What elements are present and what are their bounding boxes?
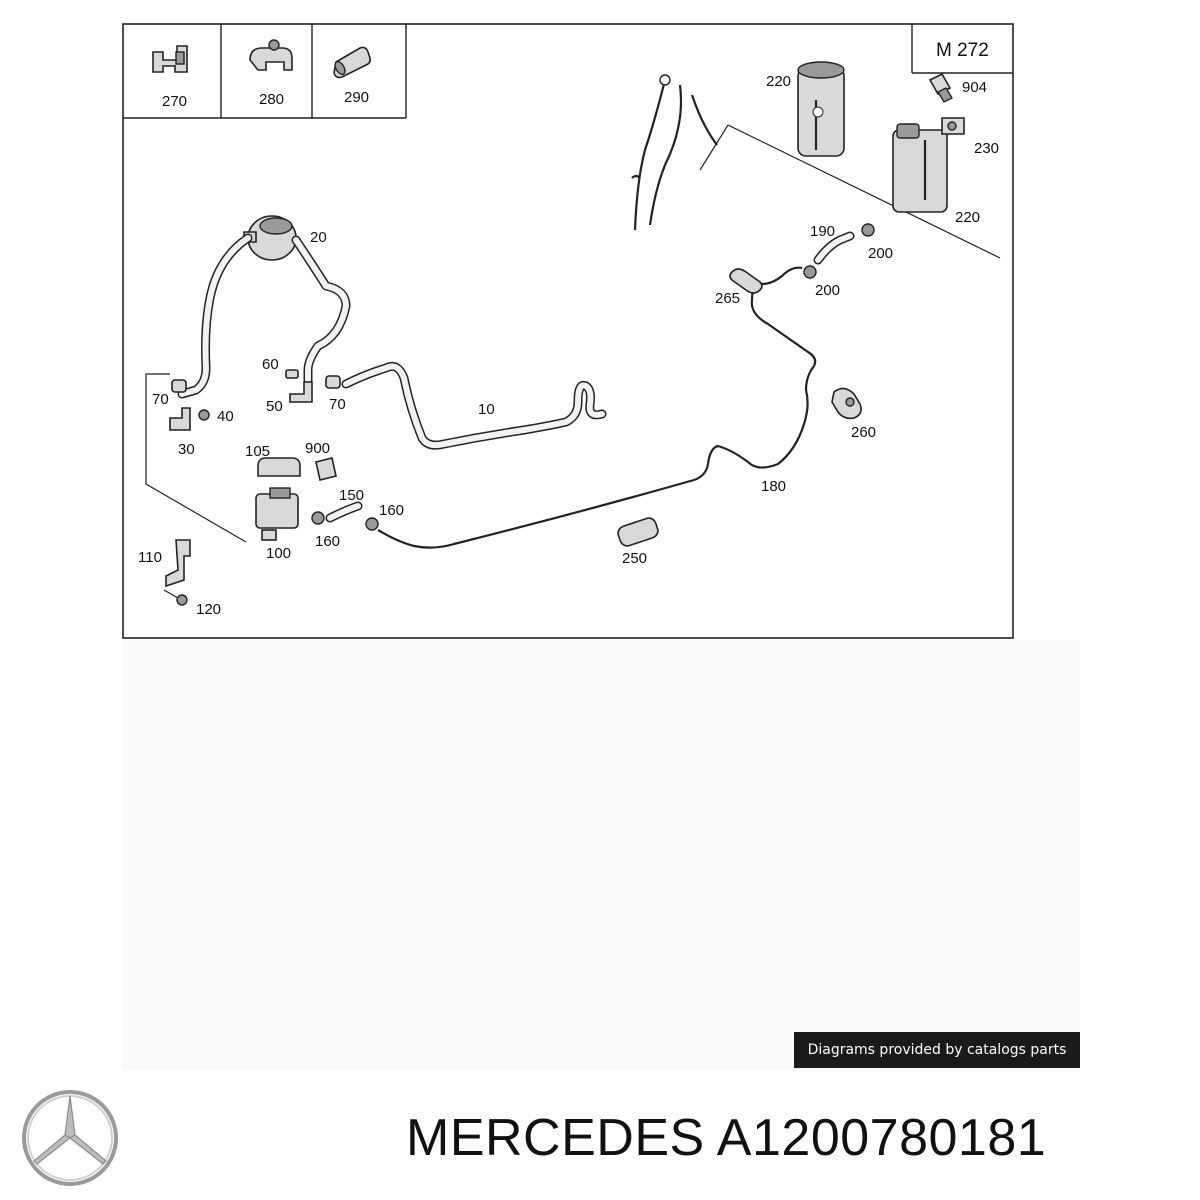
callout-100: 100	[266, 545, 291, 562]
fitting-60-icon	[285, 369, 299, 379]
elbow-50-icon	[289, 381, 313, 403]
part-number: A1200780181	[716, 1109, 1047, 1167]
callout-60: 60	[262, 356, 279, 373]
callout-20: 20	[310, 229, 327, 246]
callout-190: 190	[810, 223, 835, 240]
clip-265-icon	[729, 268, 763, 294]
inset-parts-box: 270 280 290	[123, 24, 407, 119]
callout-200-lower: 200	[815, 282, 840, 299]
pipe-180	[377, 266, 817, 549]
engine-code: M 272	[936, 40, 989, 61]
callout-160-left: 160	[315, 533, 340, 550]
inset-label-270: 270	[162, 93, 187, 110]
inset-label-280: 280	[259, 91, 284, 108]
callout-50: 50	[266, 398, 283, 415]
callout-labels: 220 904 230 220 20 190 200 265 200 60 70…	[138, 73, 999, 618]
callout-900: 900	[305, 440, 330, 457]
clamp-160-right-icon	[365, 517, 379, 531]
wiring-harness	[631, 74, 1001, 259]
callout-70-right: 70	[329, 396, 346, 413]
callout-70-left: 70	[152, 391, 169, 408]
hose-190-icon	[813, 231, 855, 265]
clamp-200-lower-icon	[803, 265, 817, 279]
diagram-credit-badge: Diagrams provided by catalogs parts	[794, 1032, 1080, 1068]
callout-200-upper: 200	[868, 245, 893, 262]
callout-180: 180	[761, 478, 786, 495]
callout-160-right: 160	[379, 502, 404, 519]
diagram-background	[122, 640, 1080, 1070]
fitting-70-left-icon	[171, 379, 187, 393]
diagram-frame	[122, 23, 1014, 639]
nut-40-icon	[198, 409, 210, 421]
clip-260-icon	[831, 387, 862, 420]
valve-230-icon	[941, 117, 965, 135]
callout-120: 120	[196, 601, 221, 618]
fitting-70-right-icon	[325, 375, 341, 389]
hose-150-icon	[325, 501, 363, 523]
connector-900-icon	[315, 457, 337, 481]
bracket-110-icon	[165, 539, 191, 588]
callout-10: 10	[478, 401, 495, 418]
clamp-280-icon	[249, 39, 293, 71]
callout-260: 260	[851, 424, 876, 441]
callout-110: 110	[138, 549, 162, 566]
clamp-200-upper-icon	[861, 223, 875, 237]
leader-120	[163, 589, 179, 599]
callout-105: 105	[245, 443, 270, 460]
callout-30: 30	[178, 441, 195, 458]
vacuum-hose-20	[177, 233, 351, 399]
clip-250-icon	[617, 517, 659, 547]
canister-220-lower	[892, 123, 948, 213]
callout-220-upper: 220	[766, 73, 791, 90]
canister-220-upper	[797, 61, 845, 157]
nut-120-icon	[176, 594, 188, 606]
brand-part-number-title: MERCEDES A1200780181	[406, 1108, 1186, 1168]
callout-265: 265	[715, 290, 740, 307]
inset-label-290: 290	[344, 89, 369, 106]
hose-290-icon	[333, 46, 371, 79]
callout-230: 230	[974, 140, 999, 157]
elbow-30-icon	[169, 407, 191, 431]
leader-bracket-left	[145, 373, 247, 543]
callout-220-lower: 220	[955, 209, 980, 226]
clamp-160-left-icon	[311, 511, 325, 525]
clip-270-icon	[152, 45, 188, 73]
connector-904-icon	[928, 72, 953, 103]
callout-40: 40	[217, 408, 234, 425]
brand-name: MERCEDES	[406, 1109, 705, 1167]
callout-904: 904	[962, 79, 987, 96]
clamp-105-icon	[257, 457, 301, 477]
callout-150: 150	[339, 487, 364, 504]
hose-10	[341, 361, 607, 450]
engine-code-box: M 272	[911, 24, 1013, 74]
purge-valve-100-icon	[255, 487, 299, 541]
callout-250: 250	[622, 550, 647, 567]
mercedes-star-logo-icon	[22, 1090, 118, 1186]
